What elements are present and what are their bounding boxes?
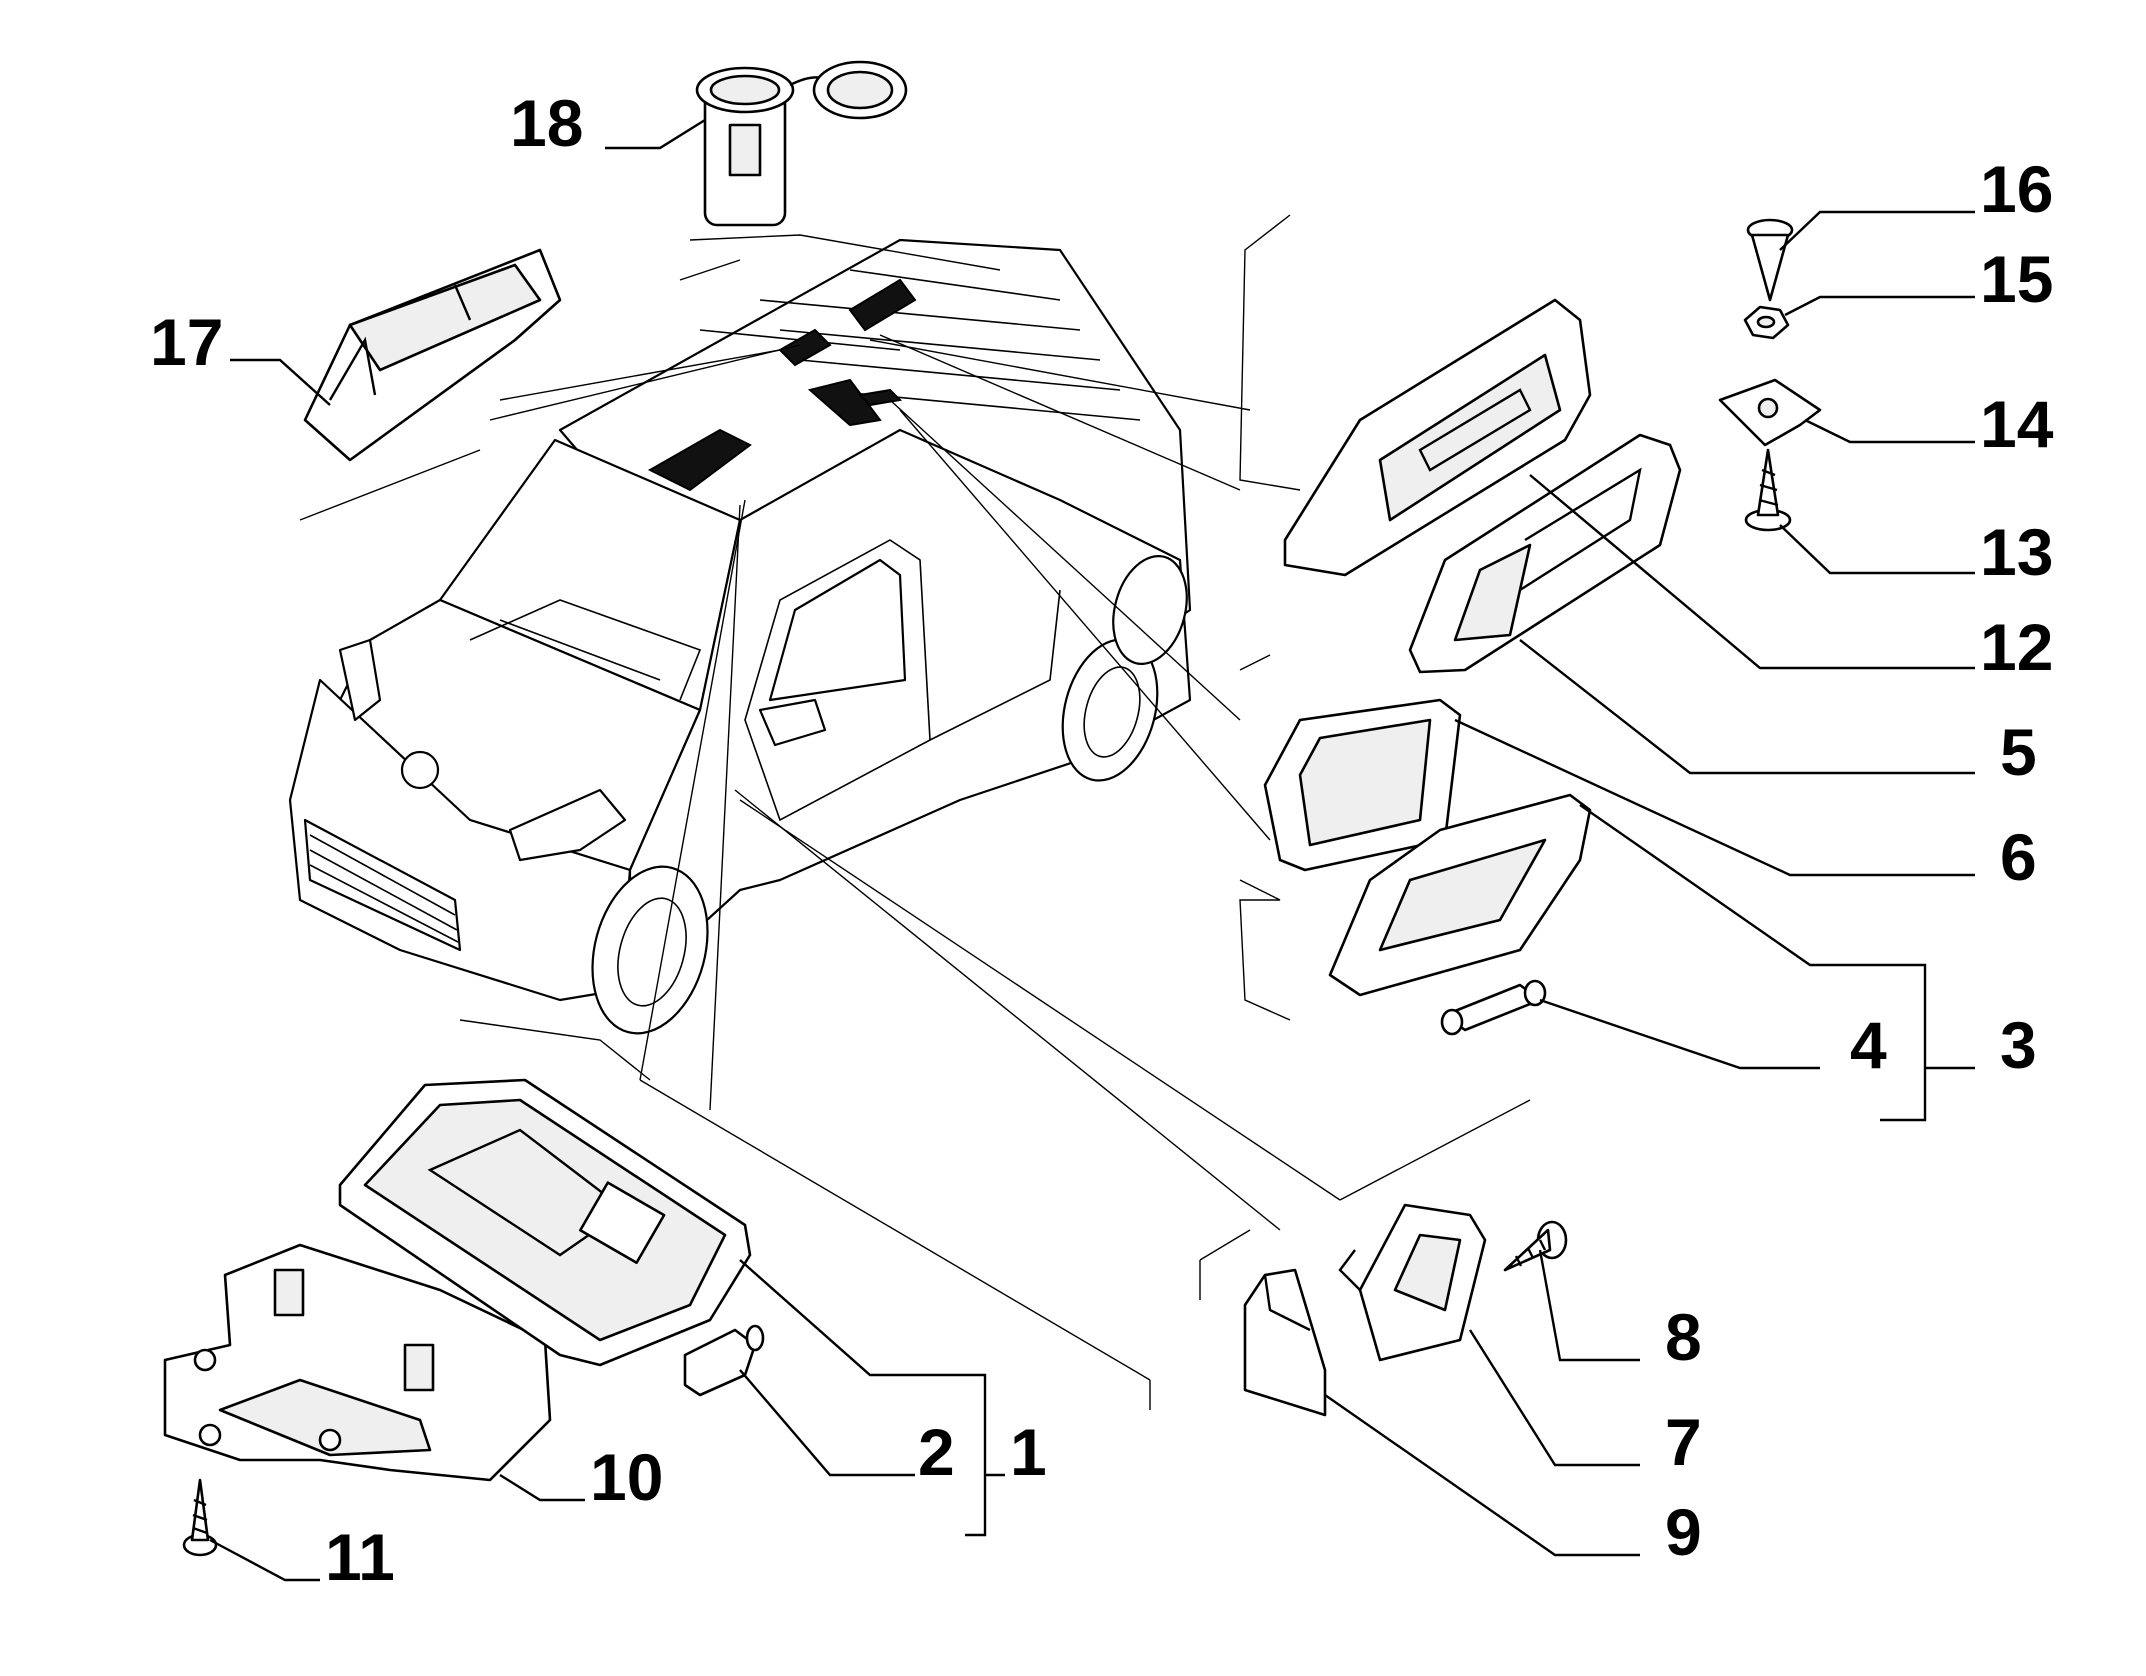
part-13-screw: [1744, 448, 1792, 532]
callout-17: 17: [150, 305, 223, 379]
part-17-lamp-housing: [303, 248, 562, 462]
callout-8: 8: [1665, 1300, 1702, 1374]
part-15-nut: [1743, 305, 1790, 340]
part-9-cap: [1243, 1268, 1327, 1417]
part-1-lamp-lens: [338, 1078, 752, 1367]
callout-7: 7: [1665, 1405, 1702, 1479]
callout-6: 6: [2000, 820, 2037, 894]
callout-12: 12: [1980, 610, 2053, 684]
part-4-bulb: [1440, 979, 1547, 1036]
part-5-lamp-lens: [1408, 433, 1682, 674]
callout-9: 9: [1665, 1495, 1702, 1569]
callout-16: 16: [1980, 152, 2053, 226]
part-6-lamp-frame: [1263, 698, 1462, 872]
callout-11: 11: [325, 1520, 395, 1594]
callout-13: 13: [1980, 515, 2053, 589]
callout-10: 10: [590, 1440, 663, 1514]
vehicle-illustration: [288, 238, 1192, 1035]
callout-1: 1: [1010, 1415, 1047, 1489]
part-8-screw: [1503, 1220, 1568, 1272]
callout-labels: 18 17 16 15 14 13 12 5 6 4 3 8 7 9 2 1 1…: [150, 86, 2054, 1594]
callout-18: 18: [510, 86, 583, 160]
part-3-lamp-body: [1328, 793, 1592, 997]
part-14-clip: [1718, 378, 1822, 447]
part-18-socket: [695, 60, 908, 227]
callout-15: 15: [1980, 242, 2053, 316]
part-10-lamp-base: [163, 1243, 552, 1482]
part-7-switch: [1338, 1203, 1487, 1362]
part-11-screw: [182, 1478, 218, 1557]
callout-14: 14: [1980, 387, 2054, 461]
leader-lines: [299, 214, 1531, 1410]
part-12-lamp-housing: [1283, 298, 1592, 577]
callout-4: 4: [1850, 1008, 1887, 1082]
callout-5: 5: [2000, 715, 2037, 789]
callout-leaders: [209, 118, 1975, 1582]
callout-3: 3: [2000, 1008, 2037, 1082]
callout-2: 2: [918, 1415, 955, 1489]
part-16-push-pin: [1746, 218, 1794, 302]
